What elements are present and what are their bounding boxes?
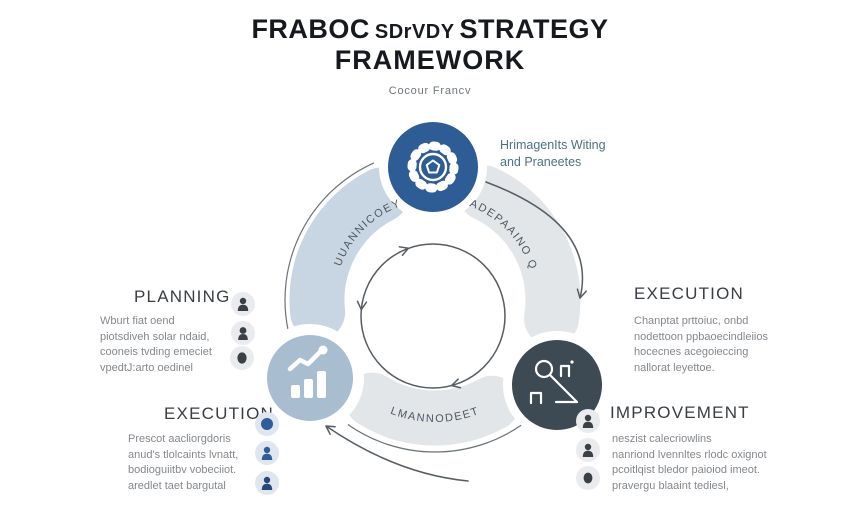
planning-bullet-badge <box>231 292 255 316</box>
page-subtitle: Cocour Francv <box>388 85 472 97</box>
improvement-line: neszist calecriowlins <box>612 433 712 445</box>
person-icon <box>582 414 594 428</box>
ring-segment-upper-right <box>457 165 581 346</box>
section-heading-planning: PLANNING <box>134 287 231 306</box>
page-title-line1: FRABOC SDrVDY STRATEGY <box>0 14 860 45</box>
dot-icon <box>237 352 247 364</box>
improvement-bullet-badge <box>576 466 600 490</box>
top-node-caption-line1: HrimagenIts Witing <box>500 138 606 152</box>
title-part-3: STRATEGY <box>459 14 609 44</box>
title-part-1: FRABOC <box>251 14 370 44</box>
sun-gear-icon <box>407 141 459 193</box>
execution-bullet-badge <box>255 441 279 465</box>
planning-line: Wburt fiat oend <box>100 315 175 327</box>
ring-outline-upper-left <box>284 162 375 332</box>
node-review-circle <box>512 340 602 430</box>
node-planning-circle <box>388 122 478 212</box>
section-body-planning: Wburt fiat oend piotsdiveh solar ndaid, … <box>100 314 212 376</box>
cycle-arrowhead-bottom <box>450 378 462 389</box>
planning-bullet-badge <box>231 321 255 345</box>
ring-segment-upper-left <box>289 167 409 340</box>
arrowhead-left <box>325 425 336 435</box>
cycle-arrowhead-top <box>398 246 410 257</box>
person-icon <box>583 472 593 484</box>
execution-bottom-line: bodioguiitbv vobeciiot. <box>128 464 237 476</box>
execution-right-line: Chanptat prttoiuc, onbd <box>634 315 749 327</box>
person-icon <box>237 297 249 311</box>
section-heading-execution-right: EXECUTION <box>634 284 744 303</box>
improvement-line: pravergu blaaint tediesl, <box>612 479 729 492</box>
person-icon <box>238 327 248 340</box>
execution-bottom-line: Prescot aacliorgdoris <box>128 433 231 445</box>
top-node-caption: HrimagenIts Witing and Praneetes <box>500 137 606 171</box>
person-icon <box>582 443 594 457</box>
dot-icon <box>261 418 273 430</box>
ring-outline-bottom <box>347 424 523 453</box>
top-node-caption-line2: and Praneetes <box>500 155 582 169</box>
search-analytics-icon <box>529 359 579 405</box>
title-part-2: SDrVDY <box>374 21 455 43</box>
node-analysis-circle <box>267 335 353 421</box>
planning-line: vpedtJ:arto oedinel <box>100 361 193 374</box>
planning-line: piotsdiveh solar ndaid, <box>100 330 210 343</box>
inner-cycle-arrows <box>356 243 506 389</box>
cycle-arrowhead-left <box>356 300 368 311</box>
section-heading-improvement: IMPROVEMENT <box>610 403 750 422</box>
section-heading-execution-bottom: EXECUTION <box>164 404 274 423</box>
ring-segment-bottom <box>345 372 520 446</box>
section-body-improvement: neszist calecriowlins nanriond lvennltes… <box>612 432 767 494</box>
execution-right-line: nallorat leyettoe. <box>634 361 715 374</box>
bar-chart-trend-icon <box>287 345 328 398</box>
execution-bullet-badge <box>255 412 279 436</box>
execution-bottom-line: anud's tlolcaints lvnatt, <box>128 448 239 461</box>
planning-bullet-badge <box>230 346 254 370</box>
arrow-bottom-to-left <box>325 425 469 482</box>
person-icon <box>261 446 273 460</box>
arrow-top-to-right <box>485 181 584 299</box>
improvement-line: pcoitlqist bledor paioiod imeot. <box>612 464 760 476</box>
improvement-bullet-badge <box>576 409 600 433</box>
improvement-bullet-badge <box>576 438 600 462</box>
execution-bullet-badge <box>255 471 279 495</box>
execution-bottom-line: aredlet taet bargutal <box>128 479 226 492</box>
improvement-line: nanriond lvennltes rlodc oxignot <box>612 448 767 461</box>
execution-right-line: nodettoon ppbaoecindleiios <box>634 330 768 343</box>
section-body-execution-bottom: Prescot aacliorgdoris anud's tlolcaints … <box>128 432 238 494</box>
person-icon <box>261 476 273 490</box>
external-arrows <box>325 181 587 482</box>
section-body-execution-right: Chanptat prttoiuc, onbd nodettoon ppbaoe… <box>634 314 768 376</box>
page-title-line2: FRAMEWORK <box>334 45 526 75</box>
arrowhead-right <box>576 288 587 299</box>
planning-line: cooneis tvding emeciet <box>100 346 212 358</box>
execution-right-line: hocecnes acegoieccing <box>634 346 749 358</box>
